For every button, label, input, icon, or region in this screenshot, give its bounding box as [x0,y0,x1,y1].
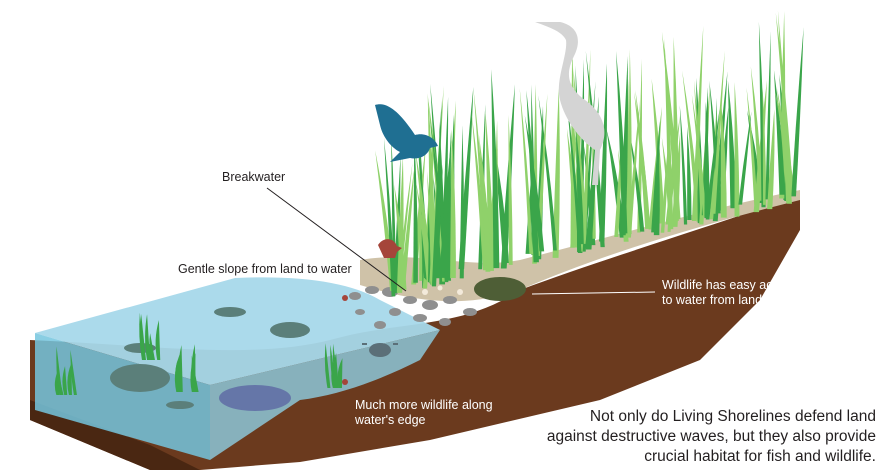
grass-blade [431,100,442,287]
fish-2 [214,307,246,317]
grass-blade [746,87,758,205]
wildlife-access-label-line-2: to water from land [662,293,762,307]
grass-blade [565,89,582,253]
seagrass-blade [149,333,155,360]
seagrass-blade [191,344,196,392]
seagrass-blade [67,363,72,395]
grass-blade [519,88,533,254]
grass-blade [400,165,415,286]
grass-blade [552,88,560,258]
grass-blade [427,171,436,286]
grass-blade [508,115,513,265]
grass-blade [704,101,710,219]
grass-blade [432,152,452,281]
crab [362,343,398,357]
grass-blade [432,166,441,276]
grass-blade [478,134,492,266]
grass-blade [773,70,785,195]
breakwater-rocks [349,286,477,329]
fish-4 [166,401,194,409]
grass-blade [491,69,500,269]
grass-blade [582,49,591,244]
much-more-wildlife-label-line-1: Much more wildlife along [355,398,493,412]
grass-blade [775,12,793,194]
grass-blade [762,87,767,205]
grass-blade [791,27,804,197]
grouper-fish [219,385,291,411]
grass-blade [439,140,452,278]
seagrass-blade [155,320,161,360]
grass-blade [661,31,681,220]
grass-blade [705,108,720,220]
grass-blade [691,25,704,221]
much-more-wildlife-label-line-2: water's edge [354,413,426,427]
grass-blade [767,109,775,210]
large-fish [110,364,170,392]
water-volume [35,333,210,460]
heron-silhouette [535,22,605,185]
grass-blade [653,135,660,236]
grass-blade [524,115,545,252]
grass-blade [765,31,771,200]
grass-blade [616,51,628,234]
seagrass-blade [62,366,68,395]
grass-blade [712,50,725,214]
grass-blade [679,105,688,225]
grass-blade [606,128,626,238]
grass-blade [738,111,752,205]
seagrass-blade [56,364,64,395]
seagrass-blade [333,352,339,388]
gentle-slope-label: Gentle slope from land to water [178,262,352,276]
wildlife-access-label-line-1: Wildlife has easy access [662,278,798,292]
red-bird [378,239,402,258]
grass-blade [413,138,418,283]
grass-blade [720,102,727,218]
grass-blade [727,80,737,209]
grass-blade [691,94,707,217]
seagrass-blade [337,358,343,388]
grass-blade [450,128,456,279]
grass-blade [734,82,740,217]
grass-blade [394,184,407,290]
grass-blade [635,89,650,229]
grass-blade [485,111,494,271]
grass-blade [471,113,487,271]
fish-1 [270,322,310,338]
seagrass-blade [70,349,77,395]
grass-blade [629,132,645,232]
seagrass-blade [324,343,331,388]
breakwater-callout-line [266,187,407,292]
breakwater-label: Breakwater [222,170,285,184]
wildlife-access-callout-line [531,291,656,295]
water-surface [35,277,440,385]
grass-blade [419,174,423,281]
starfish [342,295,348,385]
seagrass-blade [178,344,183,392]
turtle [474,277,526,301]
seagrass [54,312,343,395]
grass-blade [627,49,632,234]
grass-blade [415,149,433,282]
seagrass-blade [140,313,146,360]
grass-blade [538,95,557,251]
grass-blade [775,90,795,195]
water-side [210,330,440,460]
caption-text: Not only do Living Shorelines defend lan… [546,408,876,465]
grass-blade [459,125,465,279]
seagrass-blade [56,346,63,395]
grass-blade [393,153,401,294]
grass-blade [687,126,692,220]
blue-bird [375,104,438,162]
